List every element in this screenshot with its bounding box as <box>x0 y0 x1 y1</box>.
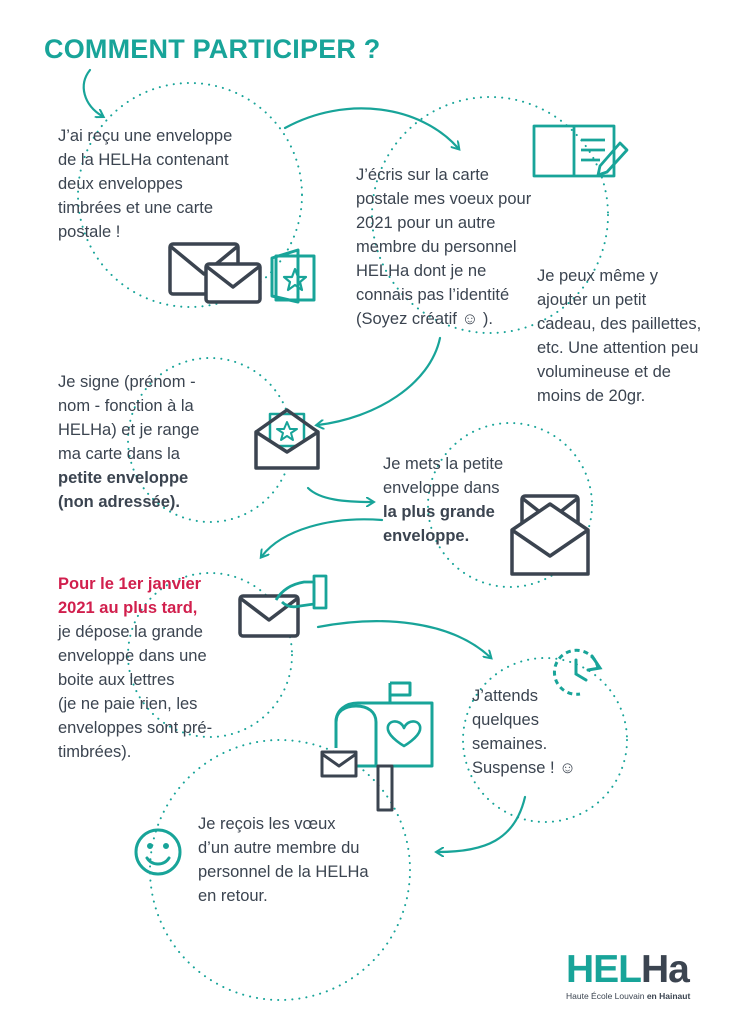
logo-part-b: Ha <box>641 948 690 991</box>
clock-icon <box>552 648 603 696</box>
page-title: COMMENT PARTICIPER ? <box>44 34 381 64</box>
hand-envelope-icon <box>238 574 328 638</box>
envelopes-icon <box>168 242 262 304</box>
arrow-2 <box>318 336 442 425</box>
helha-logo: HELHa Haute École Louvain en Hainaut <box>566 950 690 1002</box>
arrow-1 <box>283 107 458 148</box>
logo-sub-text: Haute École Louvain <box>566 991 645 1001</box>
star-card-icon <box>270 248 316 304</box>
arrow-start <box>82 68 102 116</box>
nested-envelopes-icon <box>510 494 590 576</box>
logo-wordmark: HELHa <box>566 950 690 990</box>
open-envelope-star-icon <box>254 408 320 470</box>
arrow-5 <box>316 620 490 657</box>
smiley-icon <box>134 828 182 876</box>
arrow-3 <box>306 486 372 502</box>
notebook-pen-icon <box>532 124 629 178</box>
logo-part-a: HEL <box>566 948 642 991</box>
logo-sub-bold: en Hainaut <box>646 991 691 1001</box>
logo-subtitle: Haute École Louvain en Hainaut <box>566 991 690 1001</box>
arrow-6 <box>438 795 527 852</box>
mailbox-heart-icon <box>320 681 434 812</box>
arrow-4 <box>262 518 384 556</box>
